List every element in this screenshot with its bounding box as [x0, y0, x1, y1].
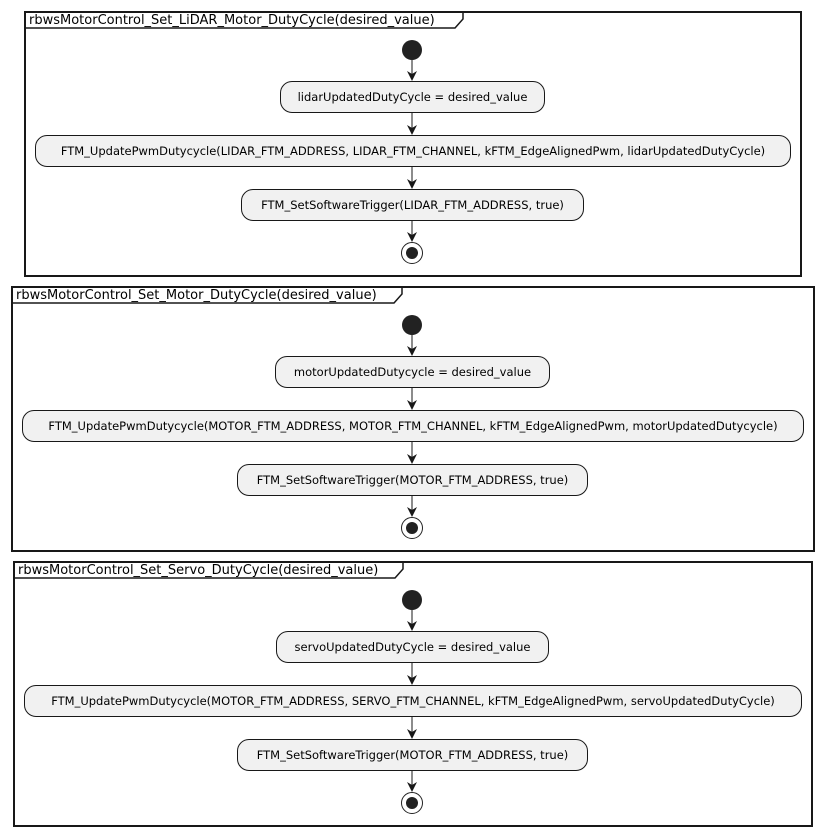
action-node: motorUpdatedDutycycle = desired_value: [275, 356, 550, 388]
action-node: FTM_UpdatePwmDutycycle(MOTOR_FTM_ADDRESS…: [22, 410, 804, 442]
start-node: [402, 315, 422, 335]
action-node: FTM_SetSoftwareTrigger(MOTOR_FTM_ADDRESS…: [237, 464, 588, 496]
end-node: [401, 792, 423, 814]
action-node: FTM_SetSoftwareTrigger(LIDAR_FTM_ADDRESS…: [241, 189, 584, 221]
action-node: servoUpdatedDutyCycle = desired_value: [276, 631, 549, 663]
end-node: [401, 242, 423, 264]
start-node: [402, 40, 422, 60]
frame-title: rbwsMotorControl_Set_LiDAR_Motor_DutyCyc…: [29, 13, 435, 28]
end-node: [401, 517, 423, 539]
action-node: FTM_UpdatePwmDutycycle(LIDAR_FTM_ADDRESS…: [35, 135, 791, 167]
frame-title: rbwsMotorControl_Set_Motor_DutyCycle(des…: [16, 288, 377, 303]
frame-title: rbwsMotorControl_Set_Servo_DutyCycle(des…: [18, 563, 379, 578]
action-node: lidarUpdatedDutyCycle = desired_value: [280, 81, 545, 113]
start-node: [402, 590, 422, 610]
action-node: FTM_UpdatePwmDutycycle(MOTOR_FTM_ADDRESS…: [24, 685, 802, 717]
action-node: FTM_SetSoftwareTrigger(MOTOR_FTM_ADDRESS…: [237, 739, 588, 771]
